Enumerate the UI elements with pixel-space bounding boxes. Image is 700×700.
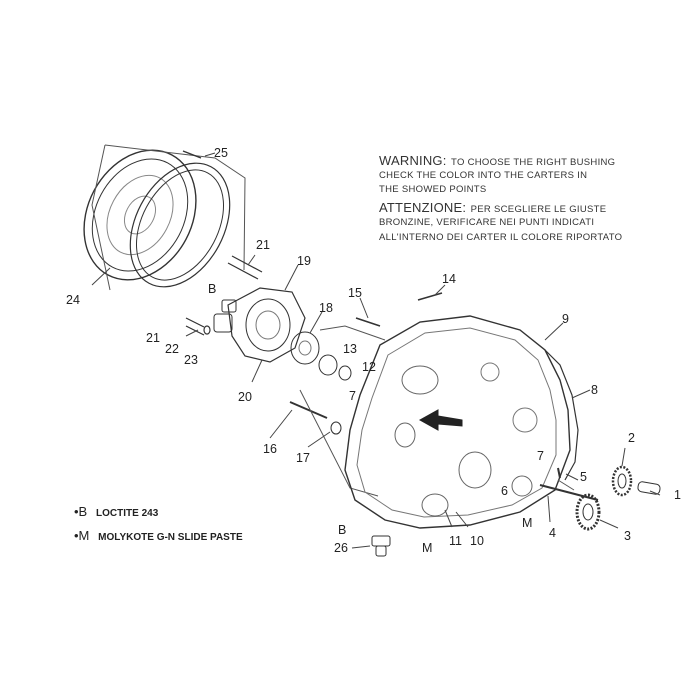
- attenzione-heading: ATTENZIONE:: [379, 200, 467, 215]
- callout-3: 3: [624, 529, 631, 543]
- shaft-4: [539, 484, 599, 501]
- marker-m-shaft: M: [522, 516, 532, 530]
- callout-16: 16: [263, 442, 277, 456]
- marker-m-case: M: [422, 541, 432, 555]
- cover-gasket: [129, 162, 231, 288]
- gear-2: [611, 465, 633, 497]
- bolt-15: [355, 317, 381, 327]
- ring-17: [330, 421, 342, 435]
- gasket-8: [544, 349, 579, 481]
- leader-lines: [91, 152, 661, 549]
- warning-it-line3: ALL'INTERNO DEI CARTER IL COLORE RIPORTA…: [379, 232, 623, 243]
- callout-23: 23: [184, 353, 198, 367]
- plug-26: [371, 535, 391, 557]
- callout-10: 10: [470, 534, 484, 548]
- warning-heading: WARNING:: [379, 153, 447, 168]
- callout-19: 19: [297, 254, 311, 268]
- warning-en-line1: WARNING: TO CHOOSE THE RIGHT BUSHING: [379, 152, 615, 170]
- warning-en-line2: CHECK THE COLOR INTO THE CARTERS IN: [379, 170, 588, 181]
- callout-24: 24: [66, 293, 80, 307]
- callout-12: 12: [362, 360, 376, 374]
- key-5: [557, 467, 561, 479]
- callout-20: 20: [238, 390, 252, 404]
- bolt-25: [182, 150, 202, 159]
- callout-21a: 21: [256, 238, 270, 252]
- callout-5: 5: [580, 470, 587, 484]
- gear-3: [575, 493, 601, 531]
- callout-17: 17: [296, 451, 310, 465]
- seal-12: [338, 365, 352, 381]
- callout-labels: 1 2 3 4 5 6 7 7 8 9 10 11 12 13 14 15 16…: [66, 146, 681, 555]
- callout-4: 4: [549, 526, 556, 540]
- warning-en-line3: THE SHOWED POINTS: [379, 184, 487, 195]
- warning-it-line2: BRONZINE, VERIFICARE NEI PUNTI INDICATI: [379, 217, 595, 228]
- callout-7a: 7: [349, 389, 356, 403]
- callout-25: 25: [214, 146, 228, 160]
- callout-14: 14: [442, 272, 456, 286]
- bushing-13: [318, 354, 338, 376]
- pin-1: [637, 481, 661, 495]
- pump-seal-18: [290, 331, 320, 365]
- legend-loctite: •B LOCTITE 243: [74, 504, 158, 519]
- legend-molykote: •M MOLYKOTE G-N SLIDE PASTE: [74, 528, 243, 543]
- legend-text-m: MOLYKOTE G-N SLIDE PASTE: [98, 532, 243, 543]
- callout-2: 2: [628, 431, 635, 445]
- legend-symbol-b: •B: [74, 504, 88, 519]
- bolt-14: [417, 292, 443, 301]
- legend-text-b: LOCTITE 243: [96, 508, 159, 519]
- callout-7b: 7: [537, 449, 544, 463]
- callout-18: 18: [319, 301, 333, 315]
- water-pump-19: [213, 287, 306, 363]
- callout-15: 15: [348, 286, 362, 300]
- callout-8: 8: [591, 383, 598, 397]
- warning-it-line1: ATTENZIONE: PER SCEGLIERE LE GIUSTE: [379, 199, 606, 217]
- callout-13: 13: [343, 342, 357, 356]
- callout-1: 1: [674, 488, 681, 502]
- warning-pointer-arrow: [418, 409, 463, 431]
- callout-6: 6: [501, 484, 508, 498]
- pump-bolts: [185, 255, 263, 336]
- attenzione-text: PER SCEGLIERE LE GIUSTE: [470, 204, 607, 215]
- legend-symbol-m: •M: [74, 528, 90, 543]
- crankcase-9: [344, 315, 571, 529]
- warning-text: TO CHOOSE THE RIGHT BUSHING: [451, 157, 616, 168]
- marker-b-plug: B: [338, 523, 346, 537]
- callout-21b: 21: [146, 331, 160, 345]
- callout-22: 22: [165, 342, 179, 356]
- marker-b-pump: B: [208, 282, 216, 296]
- callout-11: 11: [449, 534, 462, 548]
- callout-9: 9: [562, 312, 569, 326]
- bolt-16: [289, 401, 328, 419]
- callout-26: 26: [334, 541, 348, 555]
- clutch-cover-24: [83, 149, 197, 281]
